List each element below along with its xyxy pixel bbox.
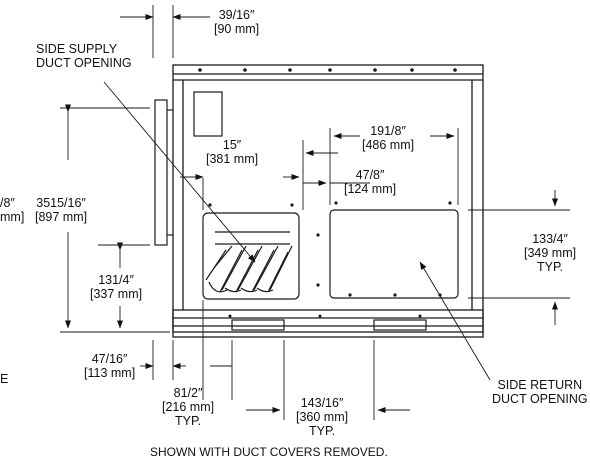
dimension-lines (60, 5, 570, 420)
side-return-label: SIDE RETURN DUCT OPENING (492, 378, 588, 406)
dim-base-to-supply: 131/4″ [337 mm] (90, 273, 143, 301)
dim-cut-off-left: /8″ mm] (0, 196, 25, 224)
dim-return-height: 133/4″ [349 mm] TYP. (524, 232, 577, 274)
top-rail-fasteners (198, 68, 457, 318)
dim-opening-gap: 47/8″ [124 mm] (344, 168, 397, 196)
leader-lines (103, 81, 491, 381)
cabinet (172, 64, 484, 338)
side-supply-duct-opening (202, 212, 300, 300)
dim-pad-offset: 81/2″ [216 mm] TYP. (162, 386, 215, 428)
dim-supply-offset: 15″ [381 mm] (206, 138, 259, 166)
side-return-duct-opening (329, 209, 459, 299)
dim-side-offset-bottom: 47/16″ [113 mm] (84, 352, 136, 380)
panel-fasteners (208, 201, 452, 297)
side-supply-label: SIDE SUPPLY DUCT OPENING (36, 42, 132, 70)
side-mounted-panel (154, 99, 173, 246)
base-pads (231, 319, 427, 331)
dim-side-offset-top: 39/16″ [90 mm] (214, 8, 260, 36)
dim-cut-off-e: E (0, 372, 9, 386)
footer-note: SHOWN WITH DUCT COVERS REMOVED. (150, 445, 388, 459)
access-panel (193, 91, 223, 137)
dim-return-width: 191/8″ [486 mm] (362, 124, 415, 152)
dim-unit-height: 3515/16″ [897 mm] (35, 196, 88, 224)
dim-pad-spacing: 143/16″ [360 mm] TYP. (296, 396, 349, 438)
